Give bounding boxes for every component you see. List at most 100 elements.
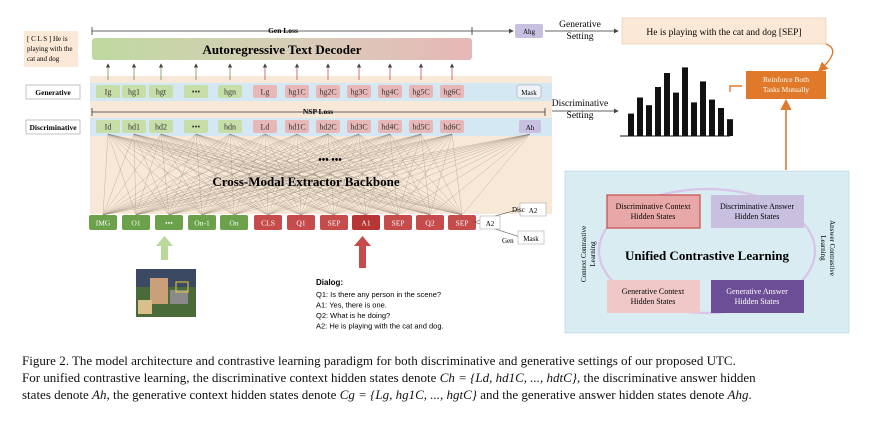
fan-line [420,133,463,216]
gen-label: Gen [502,237,514,245]
ucl-title: Unified Contrastive Learning [625,248,789,263]
fan-line [160,133,203,216]
gen-answer-box [711,280,804,313]
pink-token [285,85,309,98]
fan-line [168,133,231,216]
fan-line [168,133,266,216]
input-token-label: SEP [456,219,469,228]
ah-token-label: Ah [526,124,535,132]
fan-line [107,133,367,216]
fan-line [168,133,298,216]
generated-answer: He is playing with the cat and dog [SEP] [646,28,801,38]
fan-line [102,133,531,216]
fan-line [107,133,203,216]
score-bar [673,92,679,136]
fan-line [160,133,302,216]
caption-line-3: states denote Ah, the generative context… [22,387,752,402]
caption-math-ch: Ch = {Ld, hd1C, ..., hdtC} [439,370,577,385]
fan-line [135,133,231,216]
disc-a2-label: A2 [529,207,538,215]
fan-line [102,133,298,216]
fan-line [358,133,367,216]
pink-token [316,85,340,98]
green-token [218,120,242,133]
decoder-box [92,38,472,60]
fan-line [135,133,422,216]
fan-line [233,133,360,216]
pink-token-label: hd5C [412,123,429,132]
pink-token-label: hg5C [412,88,429,97]
fan-line [233,133,453,216]
fan-line [135,133,298,216]
score-bar [727,119,733,136]
figure-caption: Figure 2. The model architecture and con… [22,352,872,403]
fan-line [233,133,422,216]
decoder-title: Autoregressive Text Decoder [202,42,361,57]
green-token-label: hdn [224,123,236,132]
fan-line [135,133,453,216]
fan-line [195,133,203,216]
fan-line [333,133,531,216]
nsp-loss-bracket [91,108,546,116]
fan-line [133,133,431,216]
fan-line [229,133,431,216]
fan-line [389,133,463,216]
caption-math-ah: Ah [92,387,107,402]
score-bar [682,67,688,136]
pink-token [440,85,464,98]
score-bar [655,87,661,136]
fan-line [160,133,367,216]
fan-line [168,133,360,216]
input-token [254,215,282,230]
disc-context-box [606,194,701,229]
fan-line [327,133,335,216]
fan-line [195,133,399,216]
fan-line [429,133,531,216]
pink-token [378,85,402,98]
input-token [122,215,150,230]
fan-line [133,133,463,216]
fan-line [327,133,399,216]
score-bar [691,102,697,136]
fan-line [451,133,463,216]
fan-line [102,133,422,216]
fan-line [102,133,231,216]
fan-line [365,133,422,216]
fan-line [397,133,531,216]
fan-line [195,133,269,216]
pink-token [316,120,340,133]
pink-token-label: Ld [261,123,270,132]
pink-token-label: hg2C [319,88,336,97]
generated-answer-box [621,17,827,45]
fan-line [267,133,453,216]
fan-line [195,133,302,216]
fan-line [300,133,422,216]
pink-token-label: hd4C [381,123,398,132]
fan-line [135,133,197,216]
score-bar [646,105,652,136]
pink-token-label: hg1C [288,88,305,97]
green-token [184,120,208,133]
decoder-input-arrows [105,63,455,80]
fan-line [160,133,399,216]
discriminative-row-label-box [25,119,81,135]
fan-line [296,133,463,216]
fan-line [168,133,531,216]
input-token-label: ••• [165,219,173,228]
mask-token [516,84,542,99]
pink-token [347,120,371,133]
fan-line [160,133,269,216]
architecture-figure: Gen Loss Autoregressive Text Decoder [ C… [24,17,850,334]
fan-line [264,133,463,216]
green-token-label: hd2 [155,123,167,132]
fan-line [133,133,399,216]
backbone-title: Cross-Modal Extractor Backbone [212,174,400,189]
discriminative-row-label: Discriminative [29,123,77,132]
gen-context-box [607,280,700,313]
input-token [89,215,117,230]
dialog-title: Dialog: [316,278,343,287]
